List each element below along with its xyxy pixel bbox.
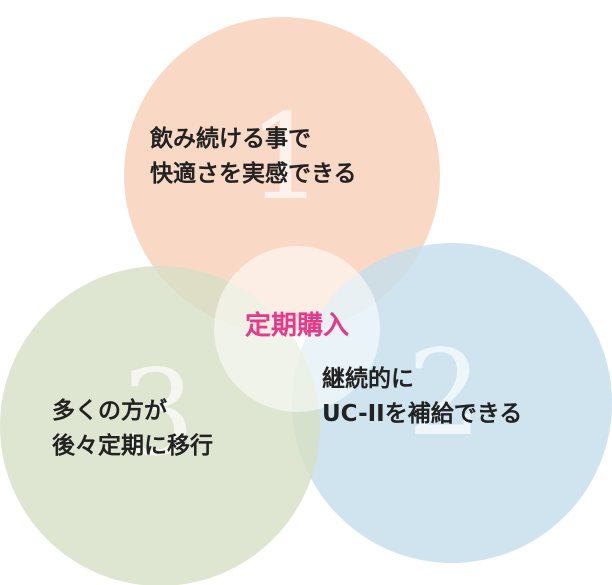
circle-2-line-2: UC-IIを補給できる bbox=[322, 401, 523, 427]
circle-2-line-1: 継続的に bbox=[322, 366, 414, 392]
circle-3-line-1: 多くの方が bbox=[52, 398, 167, 424]
center-label: 定期購入 bbox=[244, 311, 349, 341]
circle-1-line-1: 飲み続ける事で bbox=[150, 126, 311, 152]
circle-1-line-2: 快適さを実感できる bbox=[150, 161, 357, 187]
circle-number-1: 1 bbox=[248, 88, 324, 226]
center-circle bbox=[214, 246, 380, 412]
circle-3-text: 多くの方が 後々定期に移行 bbox=[52, 394, 213, 464]
circle-2-text: 継続的に UC-IIを補給できる bbox=[322, 362, 522, 432]
circle-number-2: 2 bbox=[407, 324, 483, 462]
circle-3-line-2: 後々定期に移行 bbox=[52, 433, 213, 459]
circle-1-text: 飲み続ける事で 快適さを実感できる bbox=[150, 122, 357, 192]
circle-number-3: 3 bbox=[120, 344, 196, 482]
